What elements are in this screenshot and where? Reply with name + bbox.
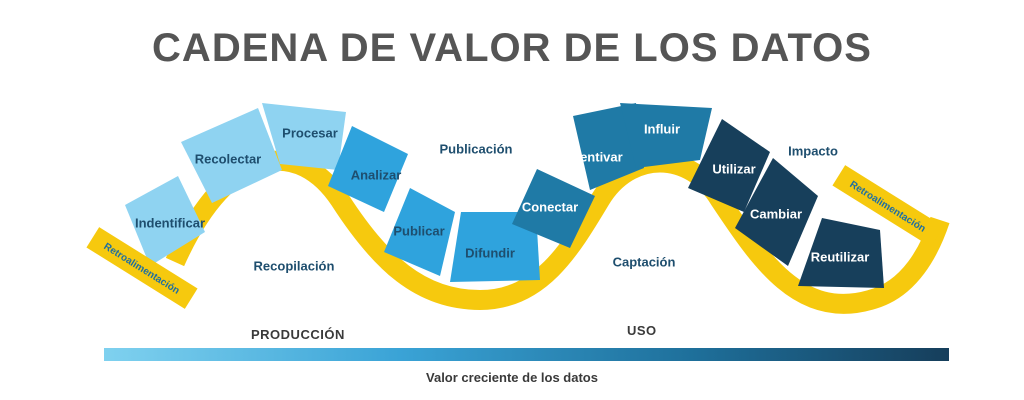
stage-label-3: Analizar	[351, 167, 402, 182]
value-bar-caption: Valor creciente de los datos	[426, 370, 598, 385]
group-label-recopilacion: Recopilación	[254, 258, 335, 273]
stage-label-6: Conectar	[522, 199, 578, 214]
stage-label-5: Difundir	[465, 245, 515, 260]
value-gradient-bar	[104, 348, 949, 361]
stage-block-6	[512, 169, 595, 248]
stage-block-0	[125, 176, 205, 266]
stage-label-9: Utilizar	[712, 161, 755, 176]
stage-label-8: Influir	[644, 121, 680, 136]
stage-label-11: Reutilizar	[811, 249, 870, 264]
stage-label-0: Indentificar	[135, 215, 205, 230]
section-label-uso: USO	[627, 323, 657, 338]
stage-block-10	[735, 158, 818, 266]
section-label-produccion: PRODUCCIÓN	[251, 327, 345, 342]
stage-block-4	[384, 188, 455, 276]
stage-block-8	[620, 103, 712, 168]
group-label-impacto: Impacto	[788, 143, 838, 158]
stage-block-5	[450, 212, 540, 282]
stage-block-11	[798, 218, 884, 288]
group-label-captacion: Captación	[613, 254, 676, 269]
stage-label-1: Recolectar	[195, 151, 261, 166]
page-title: CADENA DE VALOR DE LOS DATOS	[152, 26, 872, 70]
wave-band	[165, 150, 950, 314]
stage-block-9	[688, 119, 770, 212]
stage-label-7: Incentivar	[561, 149, 622, 164]
stage-label-2: Procesar	[282, 125, 338, 140]
stage-label-10: Cambiar	[750, 206, 802, 221]
stage-label-4: Publicar	[393, 223, 444, 238]
stage-block-2	[262, 103, 346, 170]
stage-block-1	[181, 108, 282, 203]
stage-block-3	[328, 126, 408, 212]
group-label-publicacion: Publicación	[440, 141, 513, 156]
